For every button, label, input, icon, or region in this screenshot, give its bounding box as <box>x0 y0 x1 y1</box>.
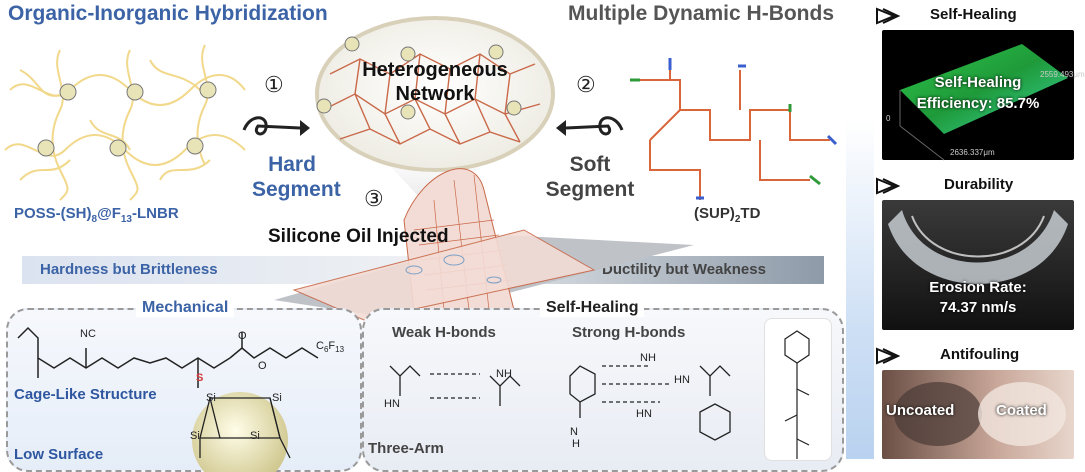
axis-label-0: 0 <box>886 114 891 123</box>
axis-label-x: 2636.337μm <box>950 148 995 157</box>
low-surface-label: Low Surface <box>14 446 104 463</box>
chem-si-2: Si <box>272 392 282 404</box>
network-ellipse <box>315 16 555 214</box>
panel-durability-title: Durability <box>944 176 1014 193</box>
uncoated-label: Uncoated <box>886 402 955 419</box>
sup-molecules <box>630 58 838 200</box>
step-1-marker: ① <box>264 72 284 97</box>
oligomer-panel <box>764 318 832 461</box>
bar-right-label: Ductility but Weakness <box>602 261 766 278</box>
film-sheet <box>274 168 694 321</box>
axis-label-y: 2559.493μm <box>1040 70 1085 79</box>
triangle-icon-1 <box>874 6 901 31</box>
mechanical-structure <box>17 326 319 388</box>
triangle-icon-3 <box>874 346 901 371</box>
chem-si-4: Si <box>250 430 260 442</box>
antifouling-photo <box>882 370 1074 459</box>
chem-hn-3: HN <box>636 408 652 420</box>
mechanical-title: Mechanical <box>136 299 235 317</box>
chem-hn: HN <box>384 398 400 410</box>
sup-label: (SUP)2TD <box>694 205 761 225</box>
chem-nh: NH <box>496 368 512 380</box>
left-title: Organic-Inorganic Hybridization <box>8 2 328 25</box>
bar-left-label: Hardness but Brittleness <box>40 261 218 278</box>
chem-h: H <box>572 438 580 450</box>
hard-arrow-icon <box>242 116 310 136</box>
step-3-marker: ③ <box>364 186 384 211</box>
hbond-structures <box>389 365 731 441</box>
side-gradient <box>846 120 874 459</box>
soft-arrow-icon <box>556 116 624 136</box>
coated-label: Coated <box>996 402 1047 419</box>
chem-n: N <box>570 426 578 438</box>
chem-nh-2: NH <box>640 352 656 364</box>
durability-overlay: Erosion Rate:74.37 nm/s <box>929 279 1027 316</box>
step-2-marker: ② <box>576 72 596 97</box>
mechanical-box <box>6 308 362 472</box>
chem-nc: NC <box>80 328 96 340</box>
triangle-icon-2 <box>874 176 901 201</box>
chem-c6f13: C6F13 <box>316 340 345 355</box>
chem-si-3: Si <box>190 430 200 442</box>
self-healing-title: Self-Healing <box>540 299 645 317</box>
chem-s: S <box>196 372 204 384</box>
chem-o2: O <box>258 360 267 372</box>
strong-hbonds-label: Strong H-bonds <box>572 324 686 341</box>
poss-cage <box>192 392 291 472</box>
self-healing-box <box>362 308 844 472</box>
silicone-label: Silicone Oil Injected <box>268 226 449 247</box>
poss-label: POSS-(SH)8@F13-LNBR <box>14 205 179 225</box>
self-healing-photo <box>882 30 1074 161</box>
panel-self-healing-title: Self-Healing <box>930 6 1017 23</box>
three-arm-label: Three-Arm <box>368 440 444 457</box>
poss-molecules <box>4 44 246 201</box>
cage-label: Cage-Like Structure <box>14 386 157 403</box>
right-title: Multiple Dynamic H-Bonds <box>568 2 835 25</box>
chem-o: O <box>238 330 247 342</box>
durability-photo <box>882 200 1074 330</box>
panel-antifouling-title: Antifouling <box>940 346 1020 363</box>
weak-hbonds-label: Weak H-bonds <box>392 324 496 341</box>
chem-si-1: Si <box>206 392 216 404</box>
chem-hn-2: HN <box>674 374 690 386</box>
